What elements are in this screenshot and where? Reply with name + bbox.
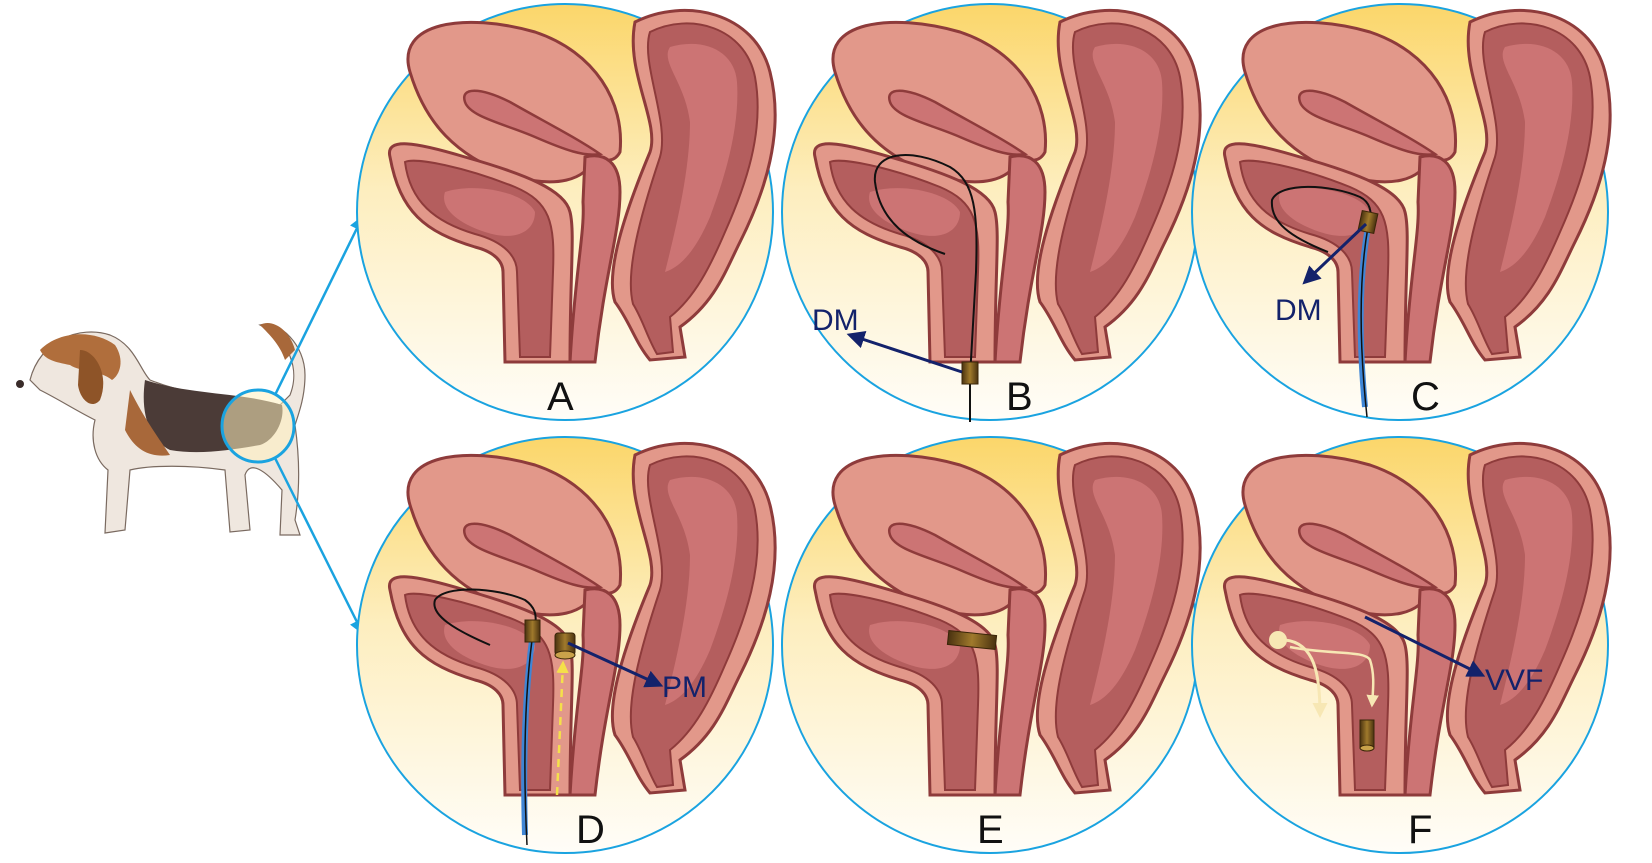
distal-magnet bbox=[961, 361, 979, 385]
panel-label: C bbox=[1411, 375, 1440, 419]
panel-a: A bbox=[356, 3, 777, 421]
magnet-face bbox=[554, 650, 576, 660]
zoom-arrow-lower bbox=[273, 457, 364, 635]
callout-dm: DM bbox=[812, 304, 859, 337]
guidewire-inner bbox=[524, 639, 533, 846]
coupled-magnets bbox=[946, 629, 998, 651]
panel-label: F bbox=[1408, 808, 1432, 852]
guidewire bbox=[1270, 185, 1372, 253]
callout-pm: PM bbox=[662, 671, 707, 704]
zoom-region-indicator bbox=[220, 388, 296, 464]
urine-flow-urethra bbox=[1284, 638, 1328, 718]
panel-d: PM D bbox=[356, 436, 777, 854]
callout-dm: DM bbox=[1275, 294, 1322, 327]
callout-arrow bbox=[846, 330, 963, 374]
dog-shoulder-patch bbox=[125, 390, 170, 456]
panel-label: B bbox=[1006, 375, 1033, 419]
urine-flow-fistula bbox=[1289, 645, 1379, 708]
panel-e: E bbox=[781, 436, 1202, 854]
guidewire-inner bbox=[1360, 226, 1369, 418]
panel-b: DM B bbox=[781, 3, 1202, 422]
dog-tail bbox=[260, 322, 295, 360]
callout-arrow bbox=[567, 641, 664, 688]
dog-nose bbox=[16, 380, 24, 388]
panel-c: DM C bbox=[1191, 3, 1612, 421]
distal-magnet bbox=[524, 619, 541, 643]
panel-label: D bbox=[576, 808, 605, 852]
expelled-magnets bbox=[1359, 719, 1375, 749]
panel-label: E bbox=[977, 808, 1004, 852]
guidewire bbox=[433, 588, 537, 646]
zoom-arrow-upper bbox=[273, 215, 364, 396]
magnet-face bbox=[1359, 744, 1375, 752]
dog-illustration bbox=[16, 322, 306, 536]
guidewire bbox=[873, 154, 978, 422]
urine-source bbox=[1269, 631, 1287, 649]
panel-label: A bbox=[547, 375, 574, 419]
callout-arrow bbox=[1302, 222, 1368, 285]
panel-f: VVF F bbox=[1191, 436, 1612, 854]
callout-arrow bbox=[1364, 615, 1486, 677]
callout-vvf: VVF bbox=[1485, 664, 1543, 697]
dog-ear bbox=[78, 350, 104, 405]
